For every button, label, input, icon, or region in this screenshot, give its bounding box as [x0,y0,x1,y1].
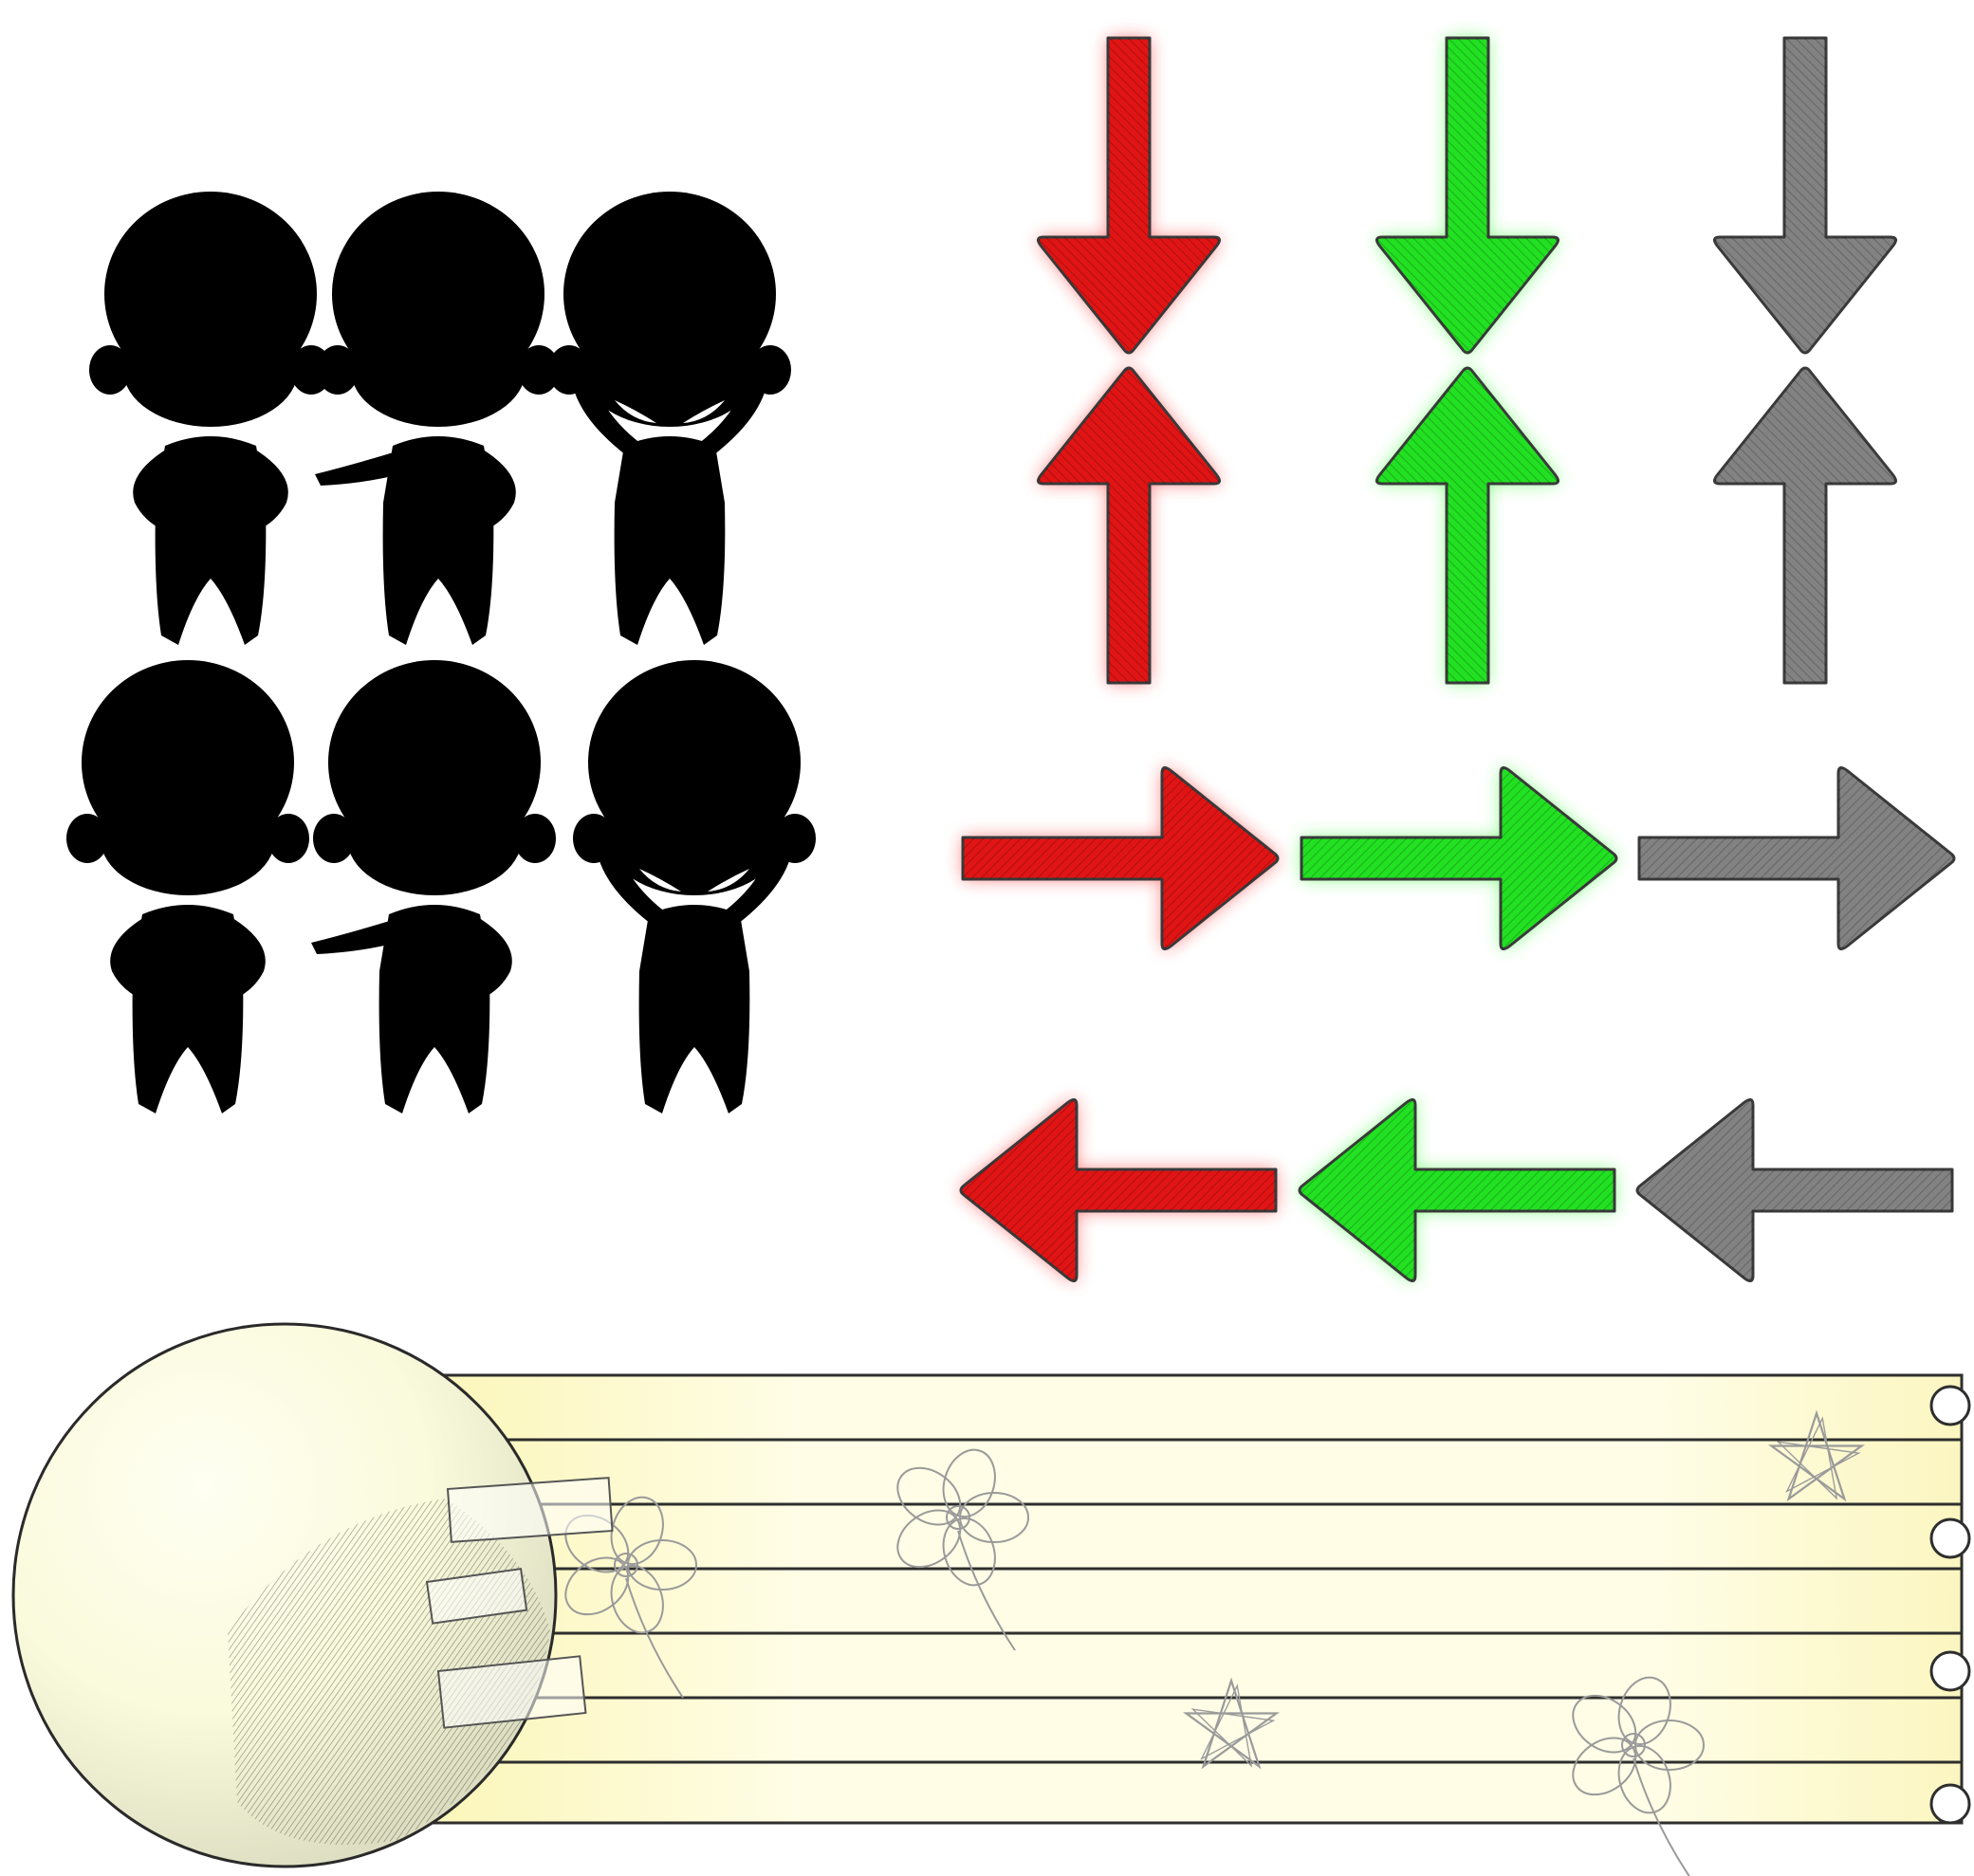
character-silhouettes [66,192,816,1113]
character-silhouette-icon [66,660,309,1113]
notebook-banner [11,1322,1971,1876]
notebook-lines [417,1438,1962,1764]
character-silhouette-icon [89,192,332,645]
arrow-up-gray-icon [1713,366,1897,685]
arrow-down-green-icon [1375,36,1559,355]
ring-hole-icon [1929,1783,1971,1825]
arrow-right-green-icon [1300,766,1618,950]
arrow-left-gray-icon [1635,1098,1954,1282]
eye-icon [708,869,749,892]
arrow-right-red-icon [961,766,1280,950]
ring-hole-icon [1929,1517,1971,1559]
arrow-down-gray-icon [1713,36,1897,355]
tape-strip [436,1655,587,1729]
flower-doodle-icon [896,1448,1029,1651]
ring-holes [1929,1385,1971,1825]
star-doodle-icon [1768,1409,1865,1502]
arrow-down-red-icon [1037,36,1221,355]
pencil-doodles [564,1409,1865,1876]
tape-strip [446,1477,614,1543]
notebook-paper [415,1373,1964,1825]
moon-icon [11,1322,614,1868]
character-silhouette-icon [311,660,556,1113]
eye-icon [683,400,725,423]
flower-doodle-icon [564,1496,697,1699]
character-silhouette-icon [573,660,816,1113]
eye-icon [615,400,656,423]
arrow-right-gray-icon [1637,766,1956,950]
tape-strip [425,1567,528,1625]
flower-doodle-icon [1572,1676,1705,1876]
ring-hole-icon [1929,1385,1971,1426]
arrow-left-green-icon [1298,1098,1616,1282]
eye-icon [639,869,681,892]
arrow-up-red-icon [1037,366,1221,685]
arrow-sprites [959,36,1956,1282]
tape-strips [425,1477,614,1729]
character-silhouette-icon [315,192,560,645]
character-silhouette-icon [548,192,791,645]
ring-hole-icon [1929,1650,1971,1692]
arrow-up-green-icon [1375,366,1559,685]
star-doodle-icon [1183,1677,1280,1770]
arrow-left-red-icon [959,1098,1278,1282]
